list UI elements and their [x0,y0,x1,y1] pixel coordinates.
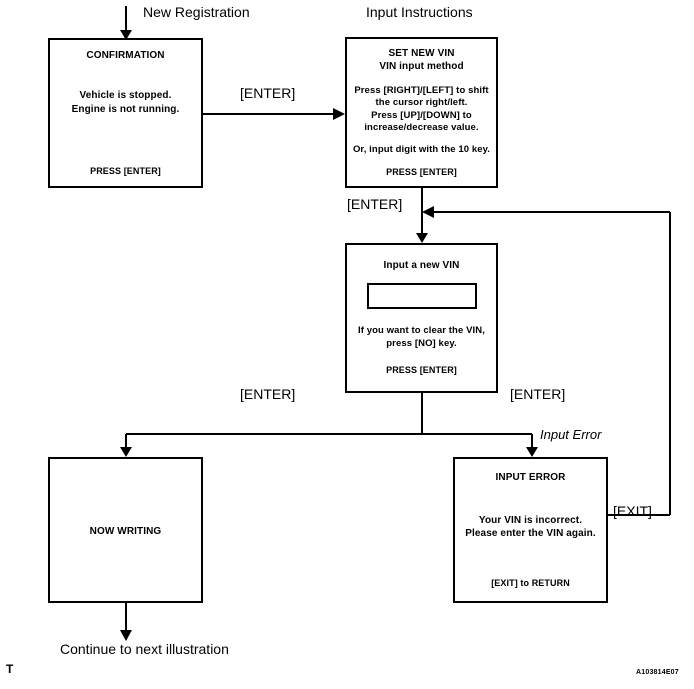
inputvin-header: Input a new VIN [383,260,460,271]
screen-input-error[interactable]: INPUT ERROR Your VIN is incorrect. Pleas… [453,457,608,603]
inputerror-body-line2: Please enter the VIN again. [465,528,596,539]
confirmation-header: CONFIRMATION [86,50,165,61]
label-new-registration: New Registration [143,4,250,20]
corner-mark-t: T [6,662,14,676]
setvin-body-line1: Press [RIGHT]/[LEFT] to shift [354,85,489,96]
label-input-instructions: Input Instructions [366,4,473,20]
figure-reference-code: A103814E07 [636,669,679,676]
screen-confirmation[interactable]: CONFIRMATION Vehicle is stopped. Engine … [48,38,203,188]
setvin-body-line5: Or, input digit with the 10 key. [352,144,491,155]
screen-set-new-vin[interactable]: SET NEW VIN VIN input method Press [RIGH… [345,37,498,188]
confirmation-footer: PRESS [ENTER] [90,166,161,176]
edge-label-enter-setvin-to-inputvin: [ENTER] [347,196,403,212]
inputerror-body-line1: Your VIN is incorrect. [478,515,583,526]
inputerror-header: INPUT ERROR [495,472,566,483]
setvin-body-line2: the cursor right/left. [375,97,468,108]
screen-now-writing[interactable]: NOW WRITING [48,457,203,603]
vin-input-field[interactable] [367,283,477,309]
inputvin-body-line1: If you want to clear the VIN, [358,325,485,336]
inputvin-body-line2: press [NO] key. [386,338,457,349]
inputvin-footer: PRESS [ENTER] [386,365,457,375]
setvin-footer: PRESS [ENTER] [386,167,457,177]
confirmation-body-line1: Vehicle is stopped. [79,90,172,101]
nowwriting-header: NOW WRITING [89,526,162,537]
screen-input-new-vin[interactable]: Input a new VIN If you want to clear the… [345,243,498,393]
edge-label-exit: [EXIT] [613,503,652,519]
confirmation-body-line2: Engine is not running. [71,104,180,115]
setvin-header-line2: VIN input method [379,61,464,72]
edge-label-input-error: Input Error [540,427,602,442]
label-continue-next-illustration: Continue to next illustration [60,641,229,657]
setvin-body-line4: increase/decrease value. [364,122,479,133]
edge-label-enter-left-branch: [ENTER] [240,386,296,402]
setvin-body-line3: Press [UP]/[DOWN] to [371,110,472,121]
edge-label-enter-right-branch: [ENTER] [510,386,566,402]
setvin-header-line1: SET NEW VIN [388,48,455,59]
edge-label-enter-confirmation-to-setvin: [ENTER] [240,85,296,101]
inputerror-footer: [EXIT] to RETURN [491,578,570,588]
